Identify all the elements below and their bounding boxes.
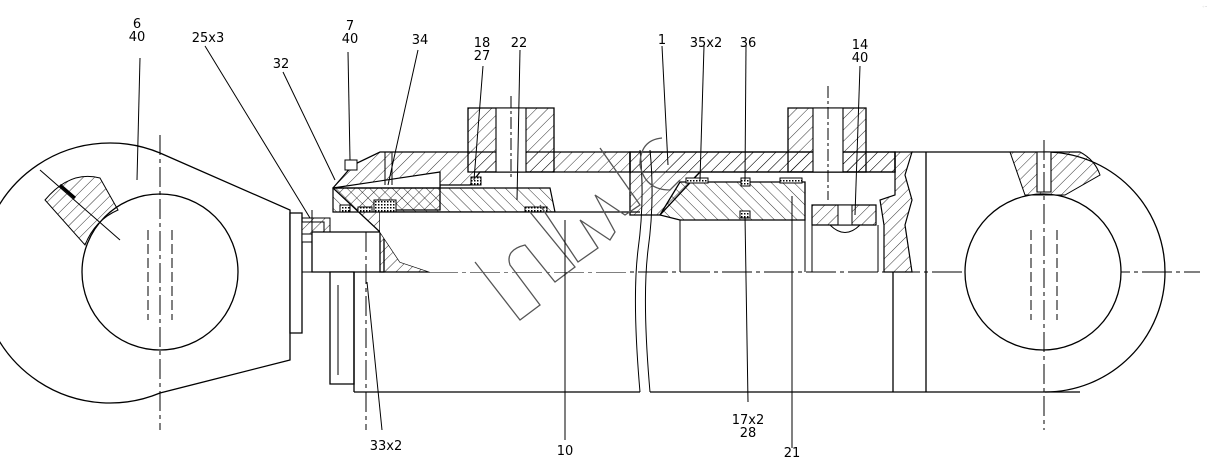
callout-21: 21 xyxy=(783,446,801,461)
cylinder-bottom xyxy=(880,152,1080,392)
callout-34: 34 xyxy=(411,33,429,48)
bottom-eye-right xyxy=(965,140,1165,430)
callout-1: 1 xyxy=(657,33,667,48)
port-boss-right xyxy=(788,86,866,200)
leader-lines xyxy=(137,46,860,448)
rod-neck xyxy=(290,210,384,430)
callout-25x3: 25x3 xyxy=(191,31,225,46)
rod-eye-left xyxy=(0,135,290,430)
callout-10: 10 xyxy=(556,444,574,459)
port-boss-left xyxy=(468,96,554,180)
corner-mark: ◦·· xyxy=(1202,4,1207,9)
callout-33x2: 33x2 xyxy=(369,439,403,454)
callout-36: 36 xyxy=(739,36,757,51)
callout-35x2: 35x2 xyxy=(689,36,723,51)
callout-22: 22 xyxy=(510,36,528,51)
watermark-umc xyxy=(475,138,680,320)
callout-32: 32 xyxy=(272,57,290,72)
piston xyxy=(660,178,884,272)
